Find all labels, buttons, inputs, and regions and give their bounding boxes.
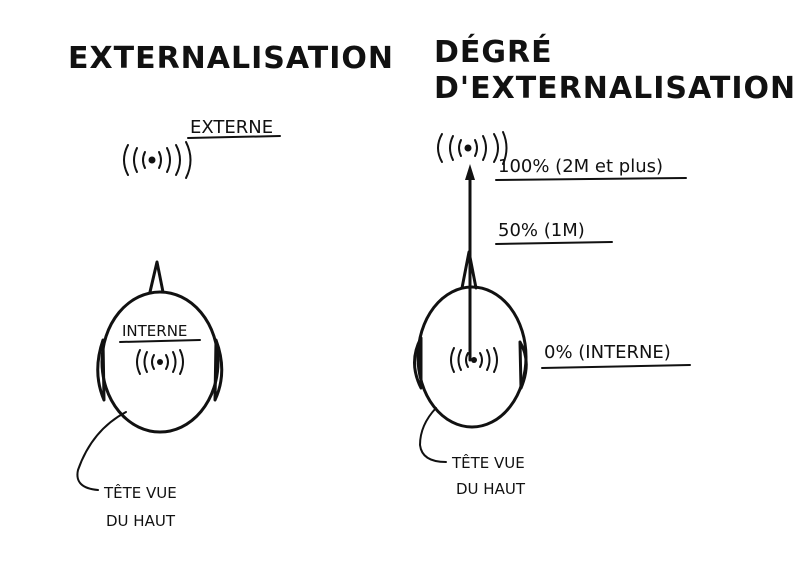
left-caption-line2: DU HAUT	[106, 512, 176, 530]
right-title-line1: DÉGRÉ	[434, 34, 553, 70]
externe-label: EXTERNE	[190, 117, 273, 138]
left-caption-pointer	[76, 411, 127, 491]
right-caption-line2: DU HAUT	[456, 480, 526, 498]
far-sound-source-icon	[437, 131, 508, 165]
level-0-label: 0% (INTERNE)	[544, 342, 671, 363]
external-sound-source-icon	[123, 141, 192, 179]
level-50-label: 50% (1M)	[498, 220, 585, 241]
right-panel: DÉGRÉ D'EXTERNALISATION 100% (2M et plus…	[413, 34, 796, 498]
interne-underline	[119, 339, 201, 343]
right-caption-pointer	[419, 407, 447, 463]
left-caption-line1: TÊTE VUE	[103, 483, 177, 502]
level-100-label: 100% (2M et plus)	[498, 156, 663, 177]
externe-underline	[187, 135, 281, 139]
left-title: EXTERNALISATION	[68, 41, 394, 76]
level-100-underline	[495, 177, 687, 181]
level-50-underline	[495, 241, 613, 245]
internal-sound-source-right-icon	[450, 347, 498, 373]
internal-sound-source-icon	[136, 349, 184, 375]
level-0-underline	[541, 364, 691, 369]
interne-label: INTERNE	[122, 322, 187, 340]
right-head-icon	[413, 250, 528, 429]
right-title-line2: D'EXTERNALISATION	[434, 71, 796, 106]
right-caption-line1: TÊTE VUE	[451, 453, 525, 472]
arrow-head-icon	[465, 164, 475, 180]
left-panel: EXTERNALISATION EXTERNE INTERNE	[68, 41, 394, 530]
left-head-icon	[96, 260, 224, 434]
